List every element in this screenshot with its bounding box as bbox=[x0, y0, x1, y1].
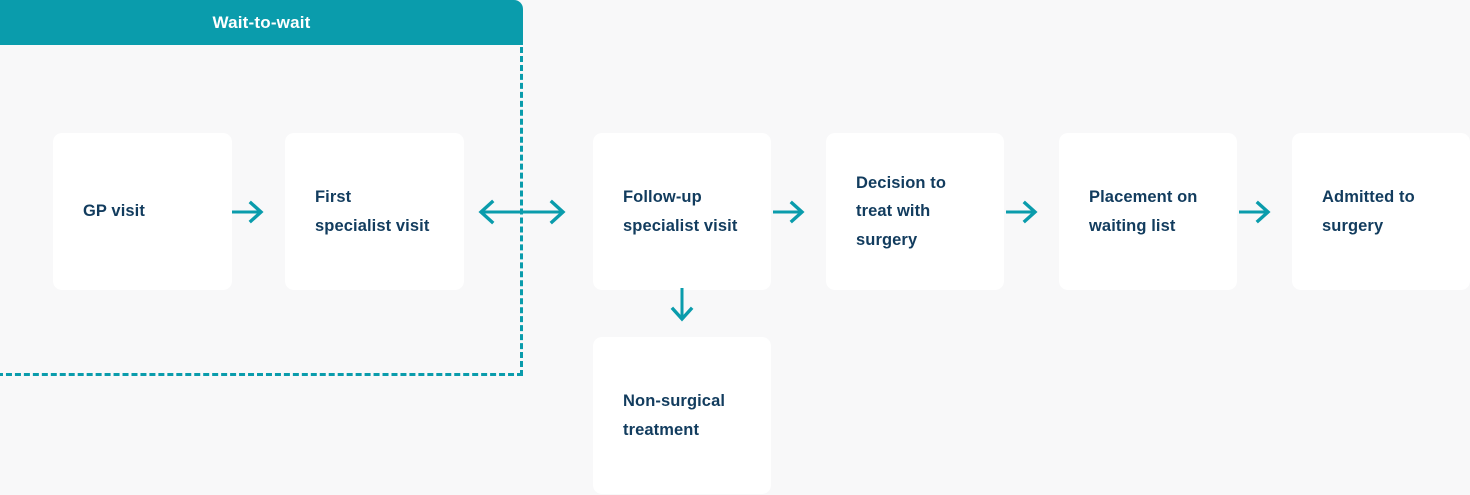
node-first-specialist-visit-label: First specialist visit bbox=[315, 188, 430, 235]
node-admitted-to-surgery[interactable]: Admitted to surgery bbox=[1292, 133, 1470, 290]
wait-to-wait-banner-label: Wait-to-wait bbox=[212, 13, 311, 32]
node-gp-visit-label: GP visit bbox=[83, 202, 145, 221]
node-non-surgical-treatment-label: Non-surgical treatment bbox=[623, 392, 726, 439]
arrow-right-icon bbox=[773, 200, 805, 224]
node-decision-to-treat-with-surgery[interactable]: Decision to treat with surgery bbox=[826, 133, 1004, 290]
node-non-surgical-treatment[interactable]: Non-surgical treatment bbox=[593, 337, 771, 494]
arrow-right-icon bbox=[1006, 200, 1038, 224]
arrow-down-icon bbox=[670, 288, 694, 322]
arrow-right-icon bbox=[232, 200, 264, 224]
node-placement-on-waiting-list-label: Placement on waiting list bbox=[1089, 188, 1198, 235]
node-first-specialist-visit[interactable]: First specialist visit bbox=[285, 133, 464, 290]
node-admitted-to-surgery-label: Admitted to surgery bbox=[1322, 188, 1415, 235]
arrow-right-icon bbox=[1239, 200, 1271, 224]
wait-to-wait-banner: Wait-to-wait bbox=[0, 0, 523, 45]
node-placement-on-waiting-list[interactable]: Placement on waiting list bbox=[1059, 133, 1237, 290]
node-decision-to-treat-with-surgery-label: Decision to treat with surgery bbox=[856, 173, 947, 249]
node-gp-visit[interactable]: GP visit bbox=[53, 133, 232, 290]
arrow-double-head-icon bbox=[478, 199, 566, 225]
node-followup-specialist-visit-label: Follow-up specialist visit bbox=[623, 188, 738, 235]
node-followup-specialist-visit[interactable]: Follow-up specialist visit bbox=[593, 133, 771, 290]
